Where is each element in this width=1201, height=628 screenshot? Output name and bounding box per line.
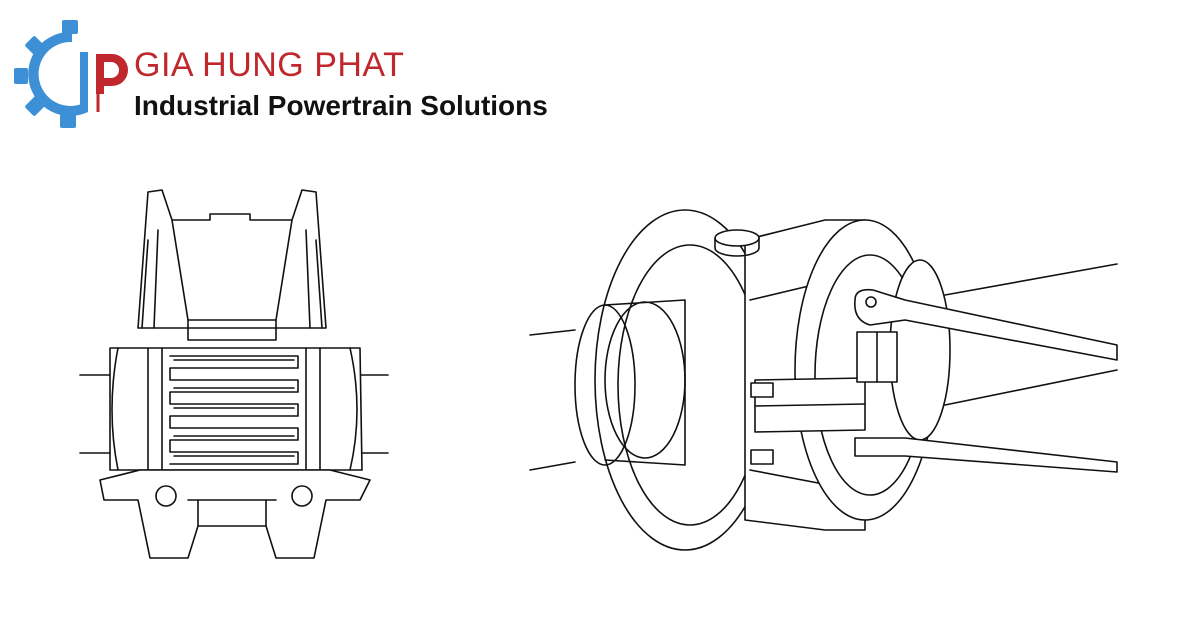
grid-coupling-cutaway-icon xyxy=(70,180,400,570)
gear-logo-icon xyxy=(14,20,128,128)
brand-tagline: Industrial Powertrain Solutions xyxy=(134,90,548,121)
grid-coupling-cover-removal-icon xyxy=(525,180,1125,570)
company-logo xyxy=(14,18,130,130)
brand-name: GIA HUNG PHAT xyxy=(134,46,405,84)
